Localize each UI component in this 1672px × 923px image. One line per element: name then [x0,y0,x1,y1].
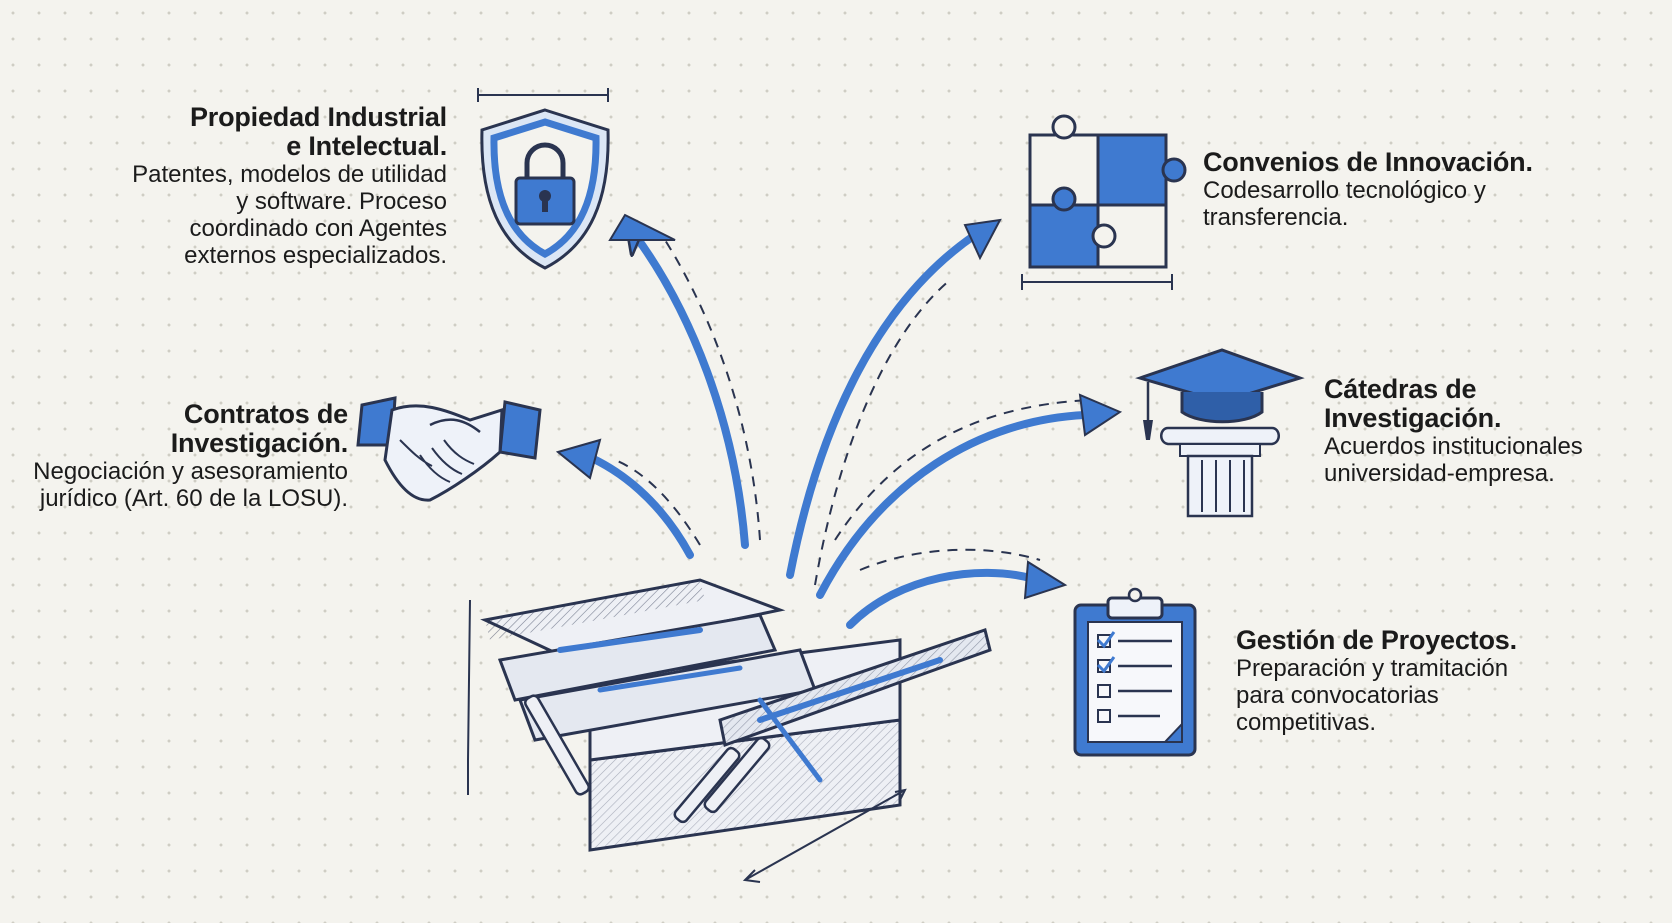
arrowhead-convenios [963,218,1002,261]
section-body-line: externos especializados. [184,242,447,269]
arrowhead-contratos [555,438,602,480]
section-contratos-investigacion: Contratos de Investigación. Negociación … [10,399,348,513]
section-body-line: transferencia. [1203,204,1349,231]
section-title: Gestión de Proyectos. [1236,625,1517,655]
section-body-line: jurídico (Art. 60 de la LOSU). [39,485,348,512]
toolbox-icon [467,578,992,883]
section-convenios-innovacion: Convenios de Innovación. Codesarrollo te… [1203,147,1643,232]
arrows [555,213,1123,629]
clipboard-checklist-icon [1073,587,1197,757]
arrowhead-gestion [1023,560,1068,600]
section-title: e Intelectual. [286,131,447,161]
section-body-line: Patentes, modelos de utilidad [132,161,447,188]
section-title: Propiedad Industrial [189,102,447,132]
section-body-line: Negociación y asesoramiento [33,458,348,485]
section-catedras-investigacion: Cátedras de Investigación. Acuerdos inst… [1324,374,1664,488]
section-title: Convenios de Innovación. [1203,147,1533,177]
section-body-line: y software. Proceso [236,188,447,215]
arrowhead-propiedad [608,213,676,241]
arrow-to-convenios [786,231,979,579]
section-title: Cátedras de [1324,374,1477,404]
section-body-line: competitivas. [1236,709,1377,736]
arrow-to-catedras [816,411,1089,599]
section-body-line: coordinado con Agentes [189,215,447,242]
section-body-line: Preparación y tramitación [1236,655,1509,682]
section-title: Contratos de [183,399,348,429]
graduation-cap-column-icon [1135,348,1305,518]
arrowhead-catedras [1078,393,1123,437]
section-body-line: para convocatorias [1236,682,1439,709]
section-gestion-proyectos: Gestión de Proyectos. Preparación y tram… [1236,625,1656,737]
arrow-to-propiedad [635,235,749,549]
arrow-to-gestion [846,568,1034,629]
section-propiedad-industrial: Propiedad Industrial e Intelectual. Pate… [90,102,447,270]
puzzle-icon [1021,114,1187,290]
section-title: Investigación. [170,428,348,458]
section-title: Investigación. [1324,403,1502,433]
arrow-to-contratos [581,451,694,559]
shield-lock-icon [477,88,610,270]
handshake-icon [356,396,542,502]
section-body-line: Acuerdos institucionales [1324,433,1583,460]
section-body-line: universidad-empresa. [1324,460,1555,487]
section-body-line: Codesarrollo tecnológico y [1203,177,1486,204]
